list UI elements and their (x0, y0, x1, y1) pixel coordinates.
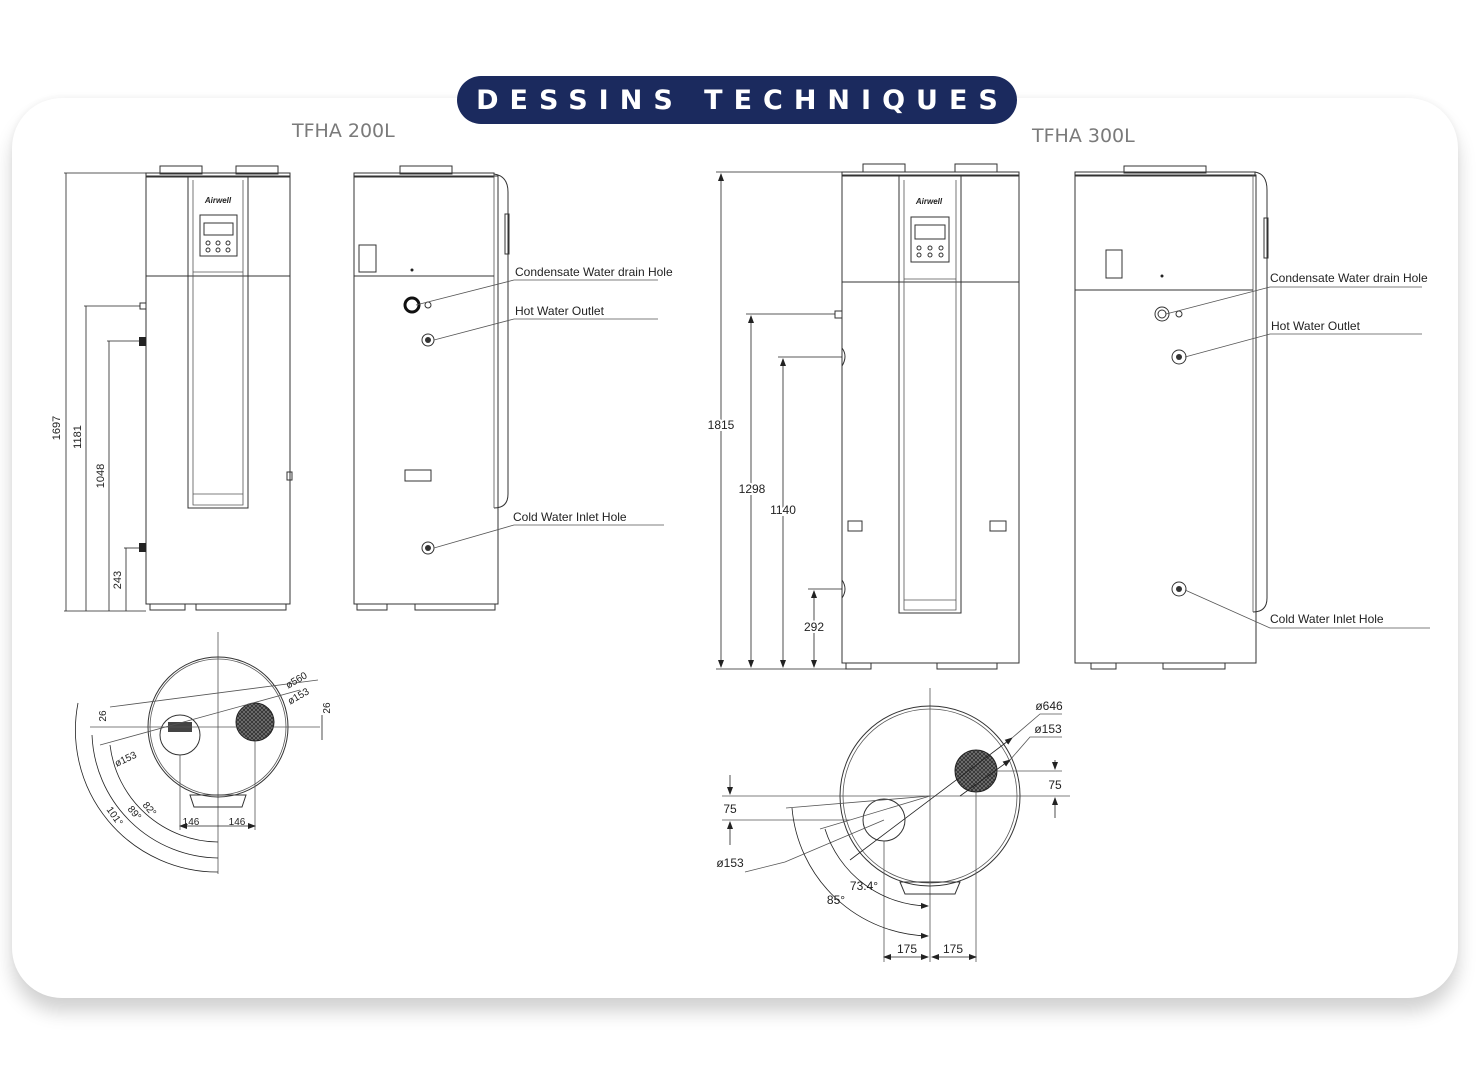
dim-condensate-200: 1181 (72, 425, 84, 449)
top300-offset-a: 75 (723, 802, 737, 816)
top200-duct-left: ø153 (113, 750, 139, 770)
dim-hot-outlet-200: 1048 (95, 464, 107, 488)
callout-cold-300: Cold Water Inlet Hole (1270, 612, 1384, 626)
tfha300-top-view: 175 175 ø646 ø153 ø153 75 75 73.4° 85° (716, 688, 1070, 962)
top200-angle-3: 101° (104, 805, 125, 828)
dim-height-200: 1697 (51, 416, 63, 440)
dim-cold-inlet-300: 292 (804, 620, 824, 634)
top300-diameter: ø646 (1035, 699, 1063, 713)
top300-angle-2: 85° (827, 893, 845, 907)
top300-duct-left: ø153 (716, 856, 744, 870)
top300-angle-1: 73.4° (850, 879, 878, 893)
top200-spacing-left: 146 (183, 817, 200, 828)
tfha200-front-view: Airwell 1697 1181 1048 243 (51, 165, 293, 612)
top300-spacing-left: 175 (897, 942, 917, 956)
callout-cold-200: Cold Water Inlet Hole (513, 510, 627, 524)
section-title: DESSINS TECHNIQUES (476, 84, 1009, 116)
brand-logo-text-300: Airwell (915, 197, 943, 206)
top300-spacing-right: 175 (943, 942, 963, 956)
model-label-300l: TFHA 300L (1032, 125, 1135, 147)
dim-hot-outlet-300: 1140 (770, 503, 796, 517)
dim-cold-inlet-200: 243 (112, 571, 124, 589)
top300-offset-b: 75 (1048, 778, 1062, 792)
callout-condensate-300: Condensate Water drain Hole (1270, 271, 1428, 285)
tfha300-side-view: Condensate Water drain Hole Hot Water Ou… (1074, 165, 1430, 670)
dim-condensate-300: 1298 (739, 482, 766, 496)
model-label-200l: TFHA 200L (292, 120, 395, 142)
content-card (12, 98, 1458, 998)
callout-condensate-200: Condensate Water drain Hole (515, 265, 673, 279)
airwell-logo: Airwell (204, 196, 232, 205)
tfha300-front-view: Airwell 1815 1298 1140 292 (706, 163, 1020, 670)
control-panel (199, 214, 238, 257)
top300-duct: ø153 (1034, 722, 1062, 736)
tfha200-top-view: 146 146 ø560 ø153 ø153 26 26 82° 89° 101… (75, 632, 333, 874)
control-panel-300 (910, 216, 950, 263)
tfha200-side-view: Condensate Water drain Hole Hot Water Ou… (353, 165, 673, 611)
top200-offset-a: 26 (98, 710, 109, 722)
callout-hot-200: Hot Water Outlet (515, 304, 605, 318)
top200-spacing-right: 146 (229, 817, 246, 828)
callout-hot-300: Hot Water Outlet (1271, 319, 1361, 333)
dim-height-300: 1815 (708, 418, 735, 432)
section-title-pill: DESSINS TECHNIQUES (457, 76, 1017, 124)
top200-offset-b: 26 (322, 702, 333, 714)
brand-logo-text: Airwell (204, 196, 232, 205)
